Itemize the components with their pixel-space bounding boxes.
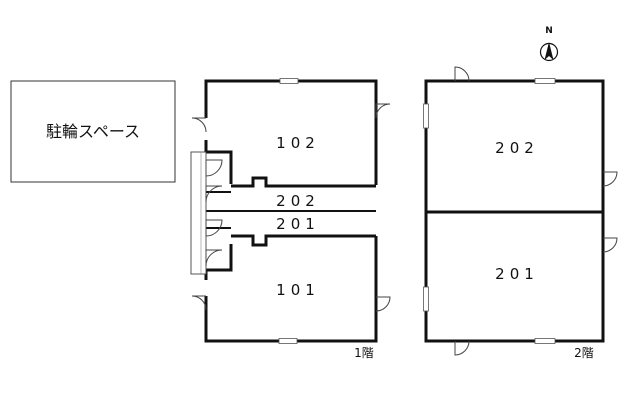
window-202-left — [423, 103, 429, 129]
bicycle-parking-area: 駐輪スペース — [10, 80, 176, 183]
room-202-label: 202 — [495, 139, 539, 157]
bicycle-parking-label: 駐輪スペース — [46, 122, 140, 141]
room-201-label: 201 — [495, 265, 539, 283]
door-201-bottom-icon — [454, 340, 470, 356]
door-102-entry-icon — [205, 159, 223, 177]
door-102-right-icon — [375, 103, 391, 119]
window-201-left — [423, 286, 429, 312]
window-101-bottom — [278, 338, 298, 344]
door-202-entry-icon — [205, 185, 223, 203]
room-102-label: 102 — [276, 134, 320, 152]
entrance-landing — [190, 151, 207, 275]
partition-corridor-101 — [231, 234, 376, 247]
compass-arrow-icon — [544, 42, 554, 60]
north-compass: N — [539, 26, 559, 62]
window-202-top — [534, 78, 556, 84]
room-101-label: 101 — [276, 281, 320, 299]
bicycle-parking-box — [10, 80, 176, 183]
partition-102-corridor — [231, 176, 376, 188]
window-102-top — [279, 78, 299, 84]
window-201-bottom — [534, 338, 556, 344]
door-101-entry-icon — [205, 249, 223, 267]
door-201-entry-icon — [205, 219, 223, 237]
compass-north-label: N — [545, 26, 553, 36]
door-201-right-icon — [602, 237, 618, 253]
door-102-left-icon — [191, 117, 207, 133]
door-202-top-icon — [454, 66, 470, 82]
corridor-201-label: 201 — [276, 215, 320, 233]
floor1-wall-left-upper — [204, 140, 233, 184]
door-101-right-icon — [375, 296, 391, 312]
floor1-wall-left-lower — [204, 244, 233, 280]
corridor-202-label: 202 — [276, 192, 320, 210]
floor-2-plan: 202 201 2階 — [423, 66, 618, 360]
door-101-left-icon — [191, 295, 207, 311]
door-202-right-icon — [602, 171, 618, 187]
floor2-label: 2階 — [574, 345, 594, 360]
floor-1-plan: 102 101 202 201 1階 — [190, 78, 391, 360]
floor1-label: 1階 — [354, 345, 374, 360]
